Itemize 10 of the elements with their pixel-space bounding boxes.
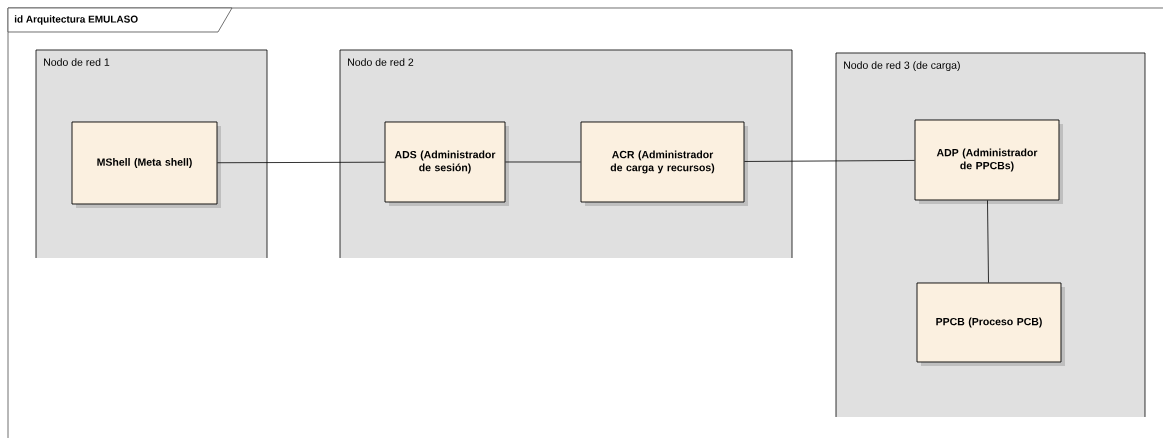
component-box: MShell (Meta shell) [71,121,221,208]
component-box: ADS (Administrador de sesión) [384,121,509,206]
component-box: ADP (Administrador de PPCBs) [914,119,1063,204]
connector-line [505,161,581,163]
component-box: ACR (Administrador de carga y recursos) [580,121,748,206]
connector-line [987,200,989,283]
connector-line [217,161,385,164]
connector-line [744,160,915,162]
title-tab: id Arquitectura EMULASO [7,7,233,33]
component-box: PPCB (Proceso PCB) [916,282,1065,366]
